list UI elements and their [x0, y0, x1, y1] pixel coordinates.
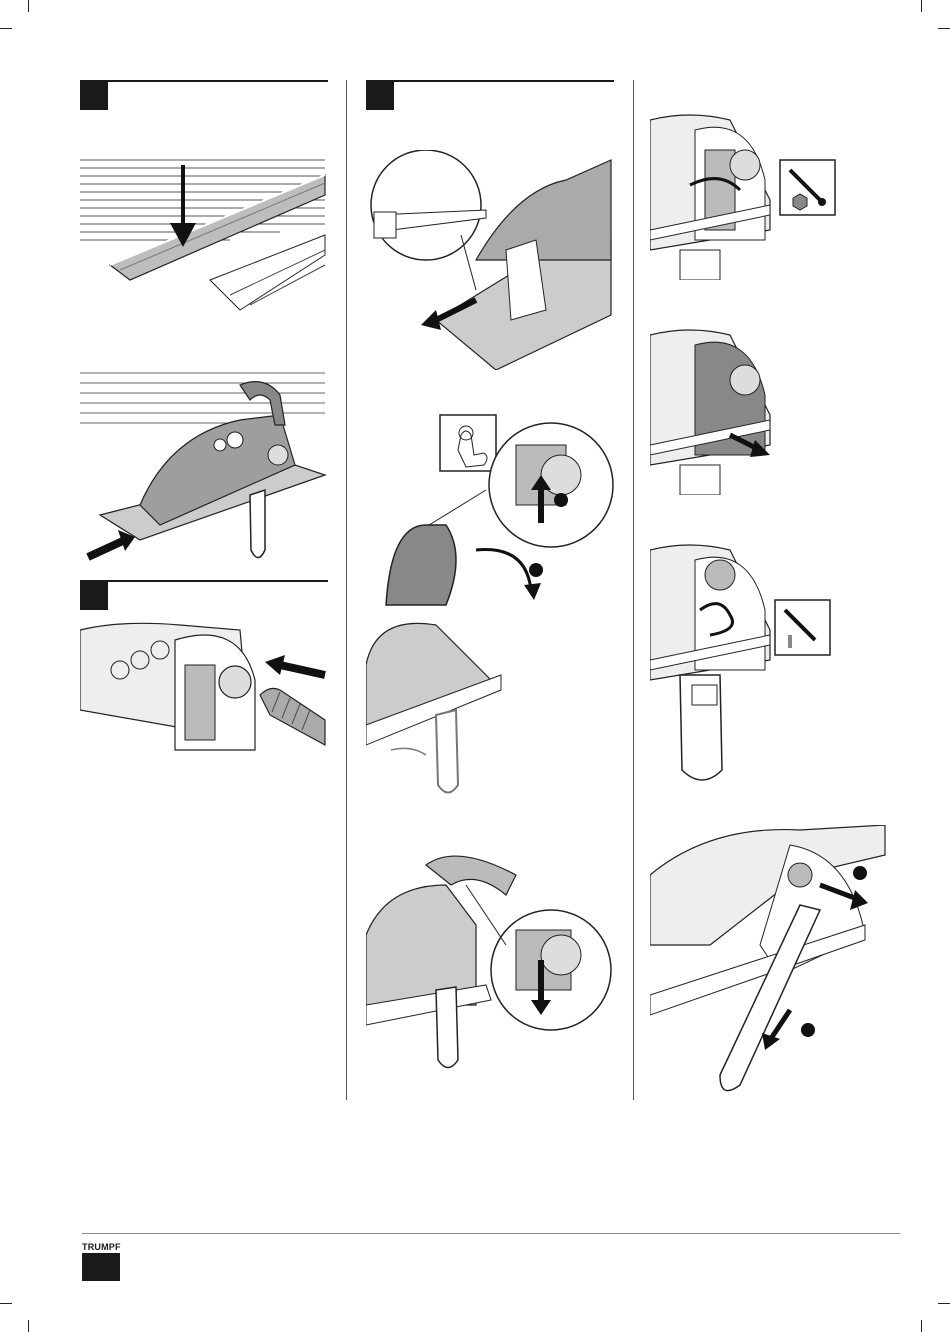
illustration-loosen-chain — [650, 540, 850, 785]
column-separator — [633, 80, 634, 1100]
illustration-loosen-screw — [650, 110, 850, 280]
illustration-remove-chain-bar — [650, 825, 890, 1105]
column-separator — [346, 80, 347, 1100]
crop-mark — [921, 0, 922, 12]
step-header-rule — [366, 80, 614, 82]
illustration-hose-connection — [80, 620, 330, 760]
step-header-rule — [80, 80, 328, 82]
step-number-badge — [80, 82, 108, 110]
crop-mark — [921, 1320, 922, 1332]
illustration-machine-on-rail — [80, 365, 330, 570]
crop-mark — [28, 0, 29, 12]
crop-mark — [938, 28, 950, 29]
illustration-hex-key-release — [366, 150, 616, 370]
illustration-guide-rail-on-sheet — [80, 155, 330, 320]
step-number-badge — [80, 582, 108, 610]
step-header-rule — [80, 580, 328, 582]
crop-mark — [28, 1320, 29, 1332]
crop-mark — [938, 1303, 950, 1304]
crop-mark — [0, 1303, 12, 1304]
illustration-lock-handle — [366, 845, 616, 1075]
illustration-tilt-handle — [366, 405, 616, 795]
footer-rule — [82, 1233, 900, 1234]
page-number-block — [82, 1253, 120, 1281]
flat-screwdriver-icon — [775, 600, 830, 655]
illustration-remove-cover — [650, 325, 850, 495]
step-number-badge — [366, 82, 394, 110]
crop-mark — [0, 28, 12, 29]
hex-screwdriver-icon — [780, 160, 835, 215]
brand-logo: TRUMPF — [82, 1242, 120, 1252]
